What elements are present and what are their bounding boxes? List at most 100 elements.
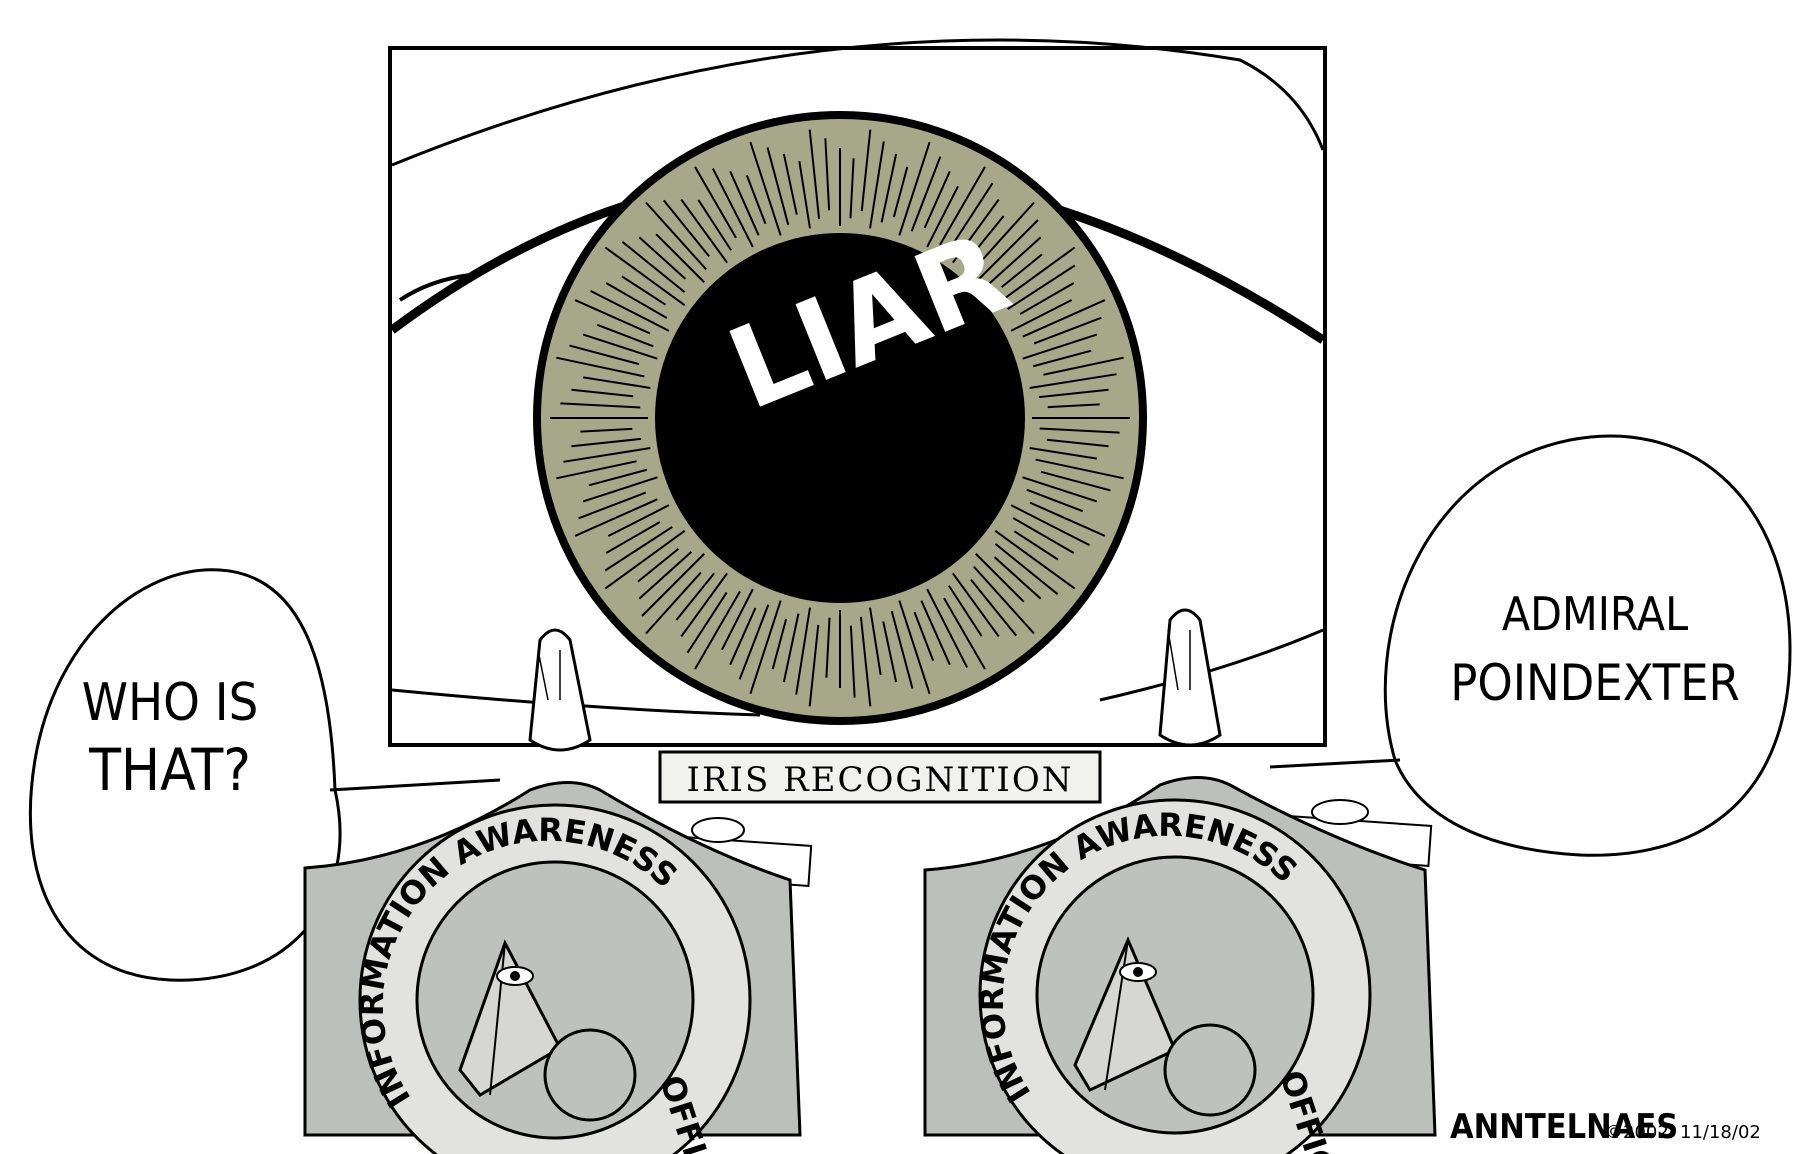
- iris-ray: [694, 590, 741, 670]
- sphere-right: [1163, 1023, 1257, 1117]
- iris-ray: [1047, 403, 1100, 409]
- lower-eyelid-right: [1099, 628, 1324, 702]
- iris-ray: [1019, 282, 1075, 315]
- iris-striations: [550, 129, 1130, 707]
- right-speech-line-2: POINDEXTER: [1450, 654, 1740, 712]
- pupil: [655, 233, 1025, 603]
- iris-ray: [808, 624, 820, 707]
- iris-ray: [952, 572, 1000, 638]
- iris-ray: [675, 572, 715, 621]
- iris-ray: [574, 498, 658, 537]
- iris-ray: [975, 553, 1025, 603]
- iris-ray: [680, 198, 728, 264]
- iris-ray: [645, 201, 707, 271]
- iris-ray: [970, 579, 1017, 637]
- speech-bubble-left: WHO IS THAT?: [28, 568, 501, 982]
- iris-ray: [952, 198, 1000, 264]
- iris-ray: [993, 556, 1042, 600]
- iris-ray: [563, 447, 651, 463]
- iris-ray: [1046, 438, 1109, 448]
- iris-ray: [1033, 316, 1102, 345]
- iris-ray: [1026, 488, 1084, 513]
- iris-ray: [582, 333, 658, 360]
- right-speech-line-1: ADMIRAL: [1502, 587, 1688, 641]
- iris-ray: [1010, 299, 1073, 332]
- iris-ray: [590, 289, 670, 332]
- iris-ray: [1043, 356, 1124, 376]
- iris-ray: [745, 174, 767, 225]
- iris-ray: [588, 468, 648, 487]
- iris-ray: [824, 138, 831, 211]
- iris-ray: [560, 402, 641, 409]
- iris-ray: [711, 168, 754, 248]
- iris-ray: [1029, 447, 1097, 460]
- agent-right-hair: [1167, 629, 1191, 691]
- iris-ray: [721, 588, 754, 651]
- iris-ray: [975, 219, 1039, 283]
- iris-ray: [920, 600, 951, 666]
- iris-ray: [556, 356, 645, 378]
- iris-ray: [1029, 501, 1106, 537]
- iris-ray: [1035, 458, 1124, 480]
- iris-ray: [782, 153, 798, 215]
- lower-eyelid-left: [391, 688, 761, 717]
- iris-ray: [645, 571, 702, 635]
- iris-ray: [1022, 299, 1106, 338]
- iris-ray: [973, 565, 1035, 635]
- iris-ray: [574, 299, 651, 335]
- iris-ray: [596, 323, 654, 348]
- iris-ray: [898, 141, 931, 236]
- iris-ray: [578, 491, 647, 520]
- iris-ray: [569, 344, 640, 366]
- iris-ray: [621, 275, 667, 306]
- iris-ray: [1038, 388, 1109, 399]
- iris-ray: [694, 166, 737, 239]
- iris-ray: [994, 543, 1059, 595]
- iris-ray: [808, 129, 821, 220]
- iris-ray: [978, 201, 1035, 265]
- iris-ray: [605, 521, 661, 554]
- iris-ray: [1022, 476, 1098, 503]
- pyramid-left: [458, 939, 562, 1097]
- iris-ray: [943, 597, 986, 670]
- iris-ray: [641, 553, 705, 617]
- iris-ray: [1040, 470, 1111, 492]
- iris-ray: [926, 185, 959, 248]
- iris-ray: [994, 246, 1076, 306]
- iris-ray: [923, 170, 951, 229]
- iris-ray: [795, 607, 811, 695]
- iris-ray: [621, 241, 686, 293]
- clipboard-clip-right: [1311, 799, 1369, 825]
- eyelashes: [398, 273, 471, 302]
- iris-ray: [890, 610, 914, 689]
- iris-ray: [952, 182, 994, 245]
- iris-ray: [686, 591, 728, 654]
- iris-ray: [849, 625, 856, 698]
- iris-ray: [1039, 427, 1120, 434]
- iris-ray: [965, 215, 1005, 264]
- iris-ray: [766, 147, 790, 226]
- iris-ray: [939, 166, 986, 246]
- iris-ray: [987, 236, 1042, 285]
- iris-ray: [638, 551, 693, 600]
- iris-ray: [749, 600, 782, 695]
- iris-ray: [948, 585, 983, 637]
- date-text: 11/18/02: [1680, 1122, 1761, 1143]
- iris-ray: [637, 548, 679, 583]
- iris-ray: [1001, 253, 1043, 288]
- iris-ray: [580, 427, 633, 433]
- pyramid-right: [1073, 936, 1177, 1092]
- iris-ray: [1013, 530, 1059, 561]
- screen-label-text: IRIS RECOGNITION: [687, 760, 1074, 800]
- iris-ray: [882, 621, 898, 683]
- iris-screen: LIAR: [388, 38, 1327, 747]
- iris-ray: [571, 437, 642, 448]
- iris-ray: [655, 233, 705, 283]
- iris-ray: [582, 476, 658, 503]
- iris-ray: [771, 618, 788, 670]
- iris-ray: [571, 388, 634, 398]
- iris-ray: [869, 141, 885, 229]
- artist-signature: ANNTELNAES: [1450, 1107, 1678, 1147]
